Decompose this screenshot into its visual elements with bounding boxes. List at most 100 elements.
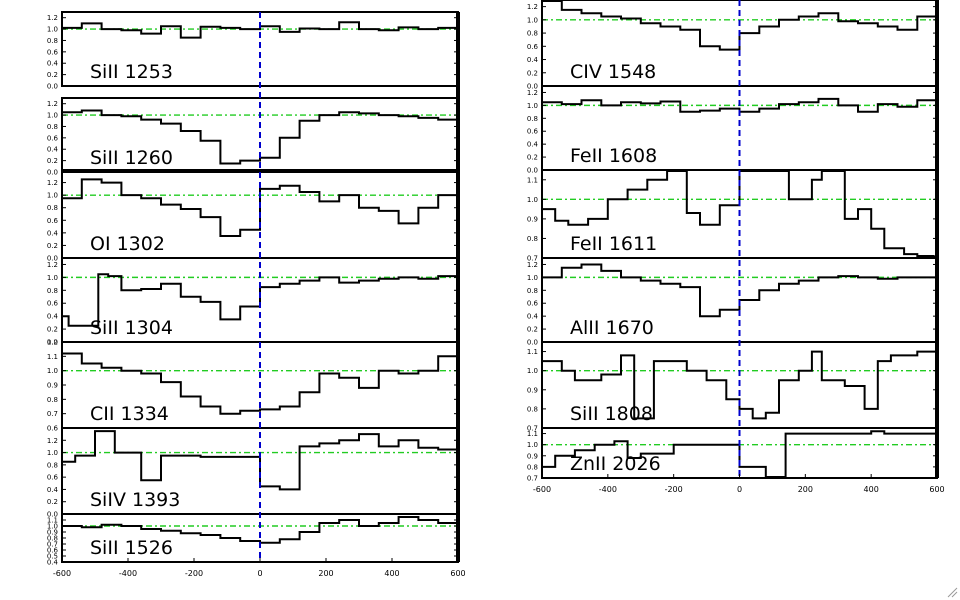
panel-label-siii-1526: SiII 1526 [90, 537, 173, 559]
y-tick-label-feii-1608: 0.4 [527, 141, 539, 149]
y-tick-label-siii-1808: 0.7 [527, 425, 538, 433]
y-tick-label-oi-1302: 1.2 [47, 179, 58, 187]
panel-label-znii-2026: ZnII 2026 [570, 453, 661, 475]
panel-label-siii-1260: SiII 1260 [90, 147, 173, 169]
x-tick-label: -600 [533, 485, 551, 494]
x-tick-label: 0 [257, 569, 262, 578]
x-tick-label: 0 [737, 485, 742, 494]
y-tick-label-siii-1526: 0.8 [47, 535, 58, 543]
y-tick-label-siiv-1393: 1.0 [47, 449, 58, 457]
y-tick-label-oi-1302: 0.8 [47, 204, 58, 212]
y-tick-label-siii-1304: 0.4 [47, 313, 59, 321]
y-tick-label-siii-1304: 1.0 [47, 274, 58, 282]
y-tick-label-siii-1304: 0.8 [47, 287, 58, 295]
y-tick-label-siii-1253: 0.4 [47, 60, 59, 68]
panel-label-civ-1548: CIV 1548 [570, 61, 656, 83]
panel-label-feii-1608: FeII 1608 [570, 145, 657, 167]
panel-label-cii-1334: CII 1334 [90, 403, 169, 425]
spectrum-znii-2026 [542, 430, 937, 478]
y-tick-label-siii-1260: 1.0 [47, 112, 58, 120]
y-tick-label-feii-1608: 1.0 [527, 102, 538, 110]
y-tick-label-siii-1260: 0.8 [47, 123, 58, 131]
y-tick-label-siiv-1393: 0.6 [47, 474, 59, 482]
y-tick-label-siii-1808: 1.1 [527, 348, 538, 356]
panel-label-feii-1611: FeII 1611 [570, 233, 657, 255]
y-tick-label-civ-1548: 0.0 [527, 83, 538, 91]
x-tick-label: 400 [864, 485, 879, 494]
spectrum-siii-1304 [62, 273, 458, 327]
spectrum-siii-1260 [62, 109, 458, 165]
y-tick-label-siii-1304: 0.2 [47, 326, 58, 334]
y-tick-label-civ-1548: 0.6 [527, 43, 539, 51]
y-tick-label-siii-1253: 0.8 [47, 37, 58, 45]
y-tick-label-civ-1548: 1.0 [527, 16, 538, 24]
y-tick-label-feii-1611: 1.1 [527, 176, 538, 184]
y-tick-label-civ-1548: 1.2 [527, 3, 538, 11]
y-tick-label-znii-2026: 1.1 [527, 430, 538, 438]
y-tick-label-siii-1304: 0.6 [47, 300, 59, 308]
y-tick-label-siii-1253: 0.0 [47, 83, 58, 91]
y-tick-label-cii-1334: 1.0 [47, 367, 58, 375]
resize-grip-icon[interactable] [946, 586, 958, 598]
y-tick-label-siii-1526: 0.5 [47, 553, 58, 561]
x-tick-label: -400 [119, 569, 137, 578]
x-tick-label: -200 [665, 485, 683, 494]
panel-label-siiv-1393: SiIV 1393 [90, 489, 180, 511]
y-tick-label-cii-1334: 1.1 [47, 353, 58, 361]
x-tick-label: 600 [929, 485, 944, 494]
y-tick-label-cii-1334: 0.7 [47, 410, 58, 418]
y-tick-label-feii-1608: 0.6 [527, 128, 539, 136]
spectrum-alii-1670 [542, 263, 937, 318]
y-tick-label-alii-1670: 0.0 [527, 339, 538, 347]
x-tick-label: 400 [384, 569, 399, 578]
y-tick-label-alii-1670: 0.6 [527, 300, 539, 308]
y-tick-label-feii-1611: 1.0 [527, 196, 538, 204]
y-tick-label-oi-1302: 0.6 [47, 217, 59, 225]
x-tick-label: 600 [450, 569, 465, 578]
y-tick-label-siiv-1393: 1.2 [47, 437, 58, 445]
y-tick-label-siii-1253: 1.0 [47, 26, 58, 34]
y-tick-label-siii-1526: 1.1 [47, 517, 58, 525]
y-tick-label-siii-1808: 0.9 [527, 386, 538, 394]
spectrum-siii-1526 [62, 516, 458, 544]
y-tick-label-siii-1260: 0.4 [47, 146, 59, 154]
spectrum-oi-1302 [62, 178, 458, 237]
y-tick-label-siii-1304: 1.2 [47, 261, 58, 269]
y-tick-label-siii-1304: 0.0 [47, 339, 58, 347]
y-tick-label-siii-1253: 1.2 [47, 14, 58, 22]
spectrum-feii-1611 [542, 170, 937, 258]
y-tick-label-znii-2026: 0.8 [527, 463, 538, 471]
y-tick-label-cii-1334: 1.2 [47, 339, 58, 347]
y-tick-label-znii-2026: 1.0 [527, 441, 538, 449]
y-tick-label-alii-1670: 0.4 [527, 313, 539, 321]
y-tick-label-siii-1808: 0.8 [527, 405, 538, 413]
y-tick-label-siii-1526: 1.0 [47, 523, 58, 531]
y-tick-label-siii-1526: 0.9 [47, 529, 58, 537]
y-tick-label-siii-1260: 0.0 [47, 169, 58, 177]
y-tick-label-feii-1608: 0.8 [527, 115, 538, 123]
panel-label-alii-1670: AlII 1670 [570, 317, 654, 339]
y-tick-label-feii-1608: 1.2 [527, 89, 538, 97]
y-tick-label-siii-1526: 0.4 [47, 559, 59, 567]
y-tick-label-feii-1611: 0.9 [527, 215, 538, 223]
y-tick-label-siii-1260: 1.2 [47, 100, 58, 108]
y-tick-label-siiv-1393: 0.4 [47, 486, 59, 494]
y-tick-label-alii-1670: 0.8 [527, 287, 538, 295]
y-tick-label-feii-1611: 0.7 [527, 255, 538, 263]
y-tick-label-siiv-1393: 0.8 [47, 461, 58, 469]
y-tick-label-civ-1548: 0.8 [527, 30, 538, 38]
y-tick-label-cii-1334: 0.6 [47, 425, 59, 433]
x-tick-label: 200 [318, 569, 333, 578]
spectrum-siiv-1393 [62, 430, 458, 491]
y-tick-label-siii-1253: 0.6 [47, 48, 59, 56]
y-tick-label-alii-1670: 1.0 [527, 274, 538, 282]
y-tick-label-znii-2026: 0.7 [527, 475, 538, 483]
y-tick-label-siiv-1393: 0.2 [47, 498, 58, 506]
y-tick-label-siiv-1393: 0.0 [47, 511, 58, 519]
panel-label-siii-1253: SiII 1253 [90, 61, 173, 83]
x-tick-label: 200 [798, 485, 813, 494]
y-tick-label-alii-1670: 1.2 [527, 261, 538, 269]
y-tick-label-siii-1260: 0.6 [47, 134, 59, 142]
y-tick-label-civ-1548: 0.4 [527, 56, 539, 64]
